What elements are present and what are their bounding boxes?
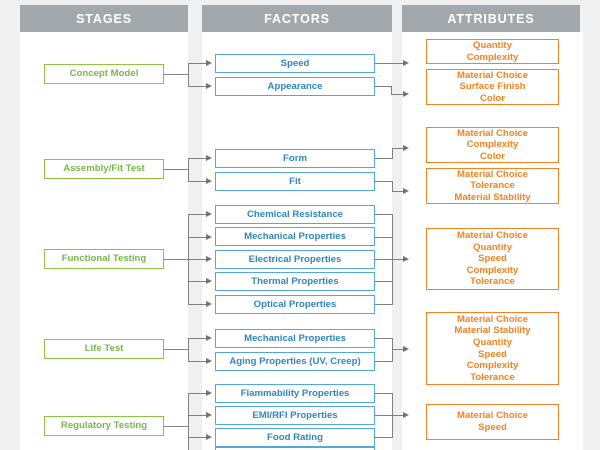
factor-node-flammability-properties[interactable]: Flammability Properties [215, 384, 375, 403]
connector-r4-f1-out [375, 338, 393, 340]
connector-r4-to-f1 [188, 338, 208, 340]
attribute-node-r5-1[interactable]: Material Choice Speed [426, 404, 559, 440]
connector-r4-split [188, 338, 190, 362]
connector-r3-to-f5 [188, 304, 208, 306]
connector-r3-f4-out [375, 281, 393, 283]
stage-node-functional-testing[interactable]: Functional Testing [44, 249, 164, 269]
connector-r3-f5-out [375, 304, 393, 306]
column-header-attributes: ATTRIBUTES [402, 5, 580, 32]
connector-r5-f3-out [375, 437, 393, 439]
factor-node-fit[interactable]: Fit [215, 172, 375, 191]
factor-node-partially-visible[interactable] [215, 447, 375, 450]
attribute-node-r2-1[interactable]: Material Choice Complexity Color [426, 127, 559, 163]
connector-r2-f2-out [375, 181, 393, 183]
connector-r2-split [188, 158, 190, 182]
arrowhead-r3-f3 [206, 256, 212, 262]
arrowhead-r4-f1 [206, 335, 212, 341]
arrowhead-r5-f3 [206, 434, 212, 440]
connector-r3-f2-out [375, 237, 393, 239]
connector-r3-to-f1 [188, 214, 208, 216]
attribute-node-r3-1[interactable]: Material Choice Quantity Speed Complexit… [426, 228, 559, 290]
column-header-factors: FACTORS [202, 5, 392, 32]
connector-r2-to-f1 [188, 158, 208, 160]
stage-node-assembly-fit-test[interactable]: Assembly/Fit Test [44, 159, 164, 179]
connector-r5-f2-in [375, 415, 405, 417]
connector-r2-f2-drop [392, 181, 394, 192]
factor-node-aging-properties[interactable]: Aging Properties (UV, Creep) [215, 352, 375, 371]
factor-node-electrical-properties[interactable]: Electrical Properties [215, 250, 375, 269]
connector-r2-stage-out [163, 169, 189, 171]
factor-node-food-rating[interactable]: Food Rating [215, 428, 375, 447]
arrowhead-r3-f5 [206, 301, 212, 307]
arrowhead-r1-f1 [206, 60, 212, 66]
stage-node-regulatory-testing[interactable]: Regulatory Testing [44, 416, 164, 436]
arrowhead-r2-a2 [403, 188, 409, 194]
arrowhead-r2-f1 [206, 155, 212, 161]
arrowhead-r3-f2 [206, 234, 212, 240]
connector-r1-f1-out [375, 63, 404, 65]
connector-r3-f3-in [375, 259, 405, 261]
factor-node-appearance[interactable]: Appearance [215, 77, 375, 96]
stage-node-life-test[interactable]: Life Test [44, 339, 164, 359]
arrowhead-r4-a1 [403, 346, 409, 352]
column-panel-stages [20, 32, 188, 450]
connector-r1-f2-out [375, 86, 392, 88]
connector-r5-to-f1 [188, 393, 208, 395]
arrowhead-r3-a1 [403, 256, 409, 262]
connector-r1-to-f1 [188, 63, 208, 65]
connector-r2-to-f2 [188, 181, 208, 183]
connector-r4-f2-out [375, 361, 393, 363]
attribute-node-r1-2[interactable]: Material Choice Surface Finish Color [426, 69, 559, 105]
connector-r4-stage-out [163, 349, 189, 351]
attribute-node-r2-2[interactable]: Material Choice Tolerance Material Stabi… [426, 168, 559, 204]
factor-node-emi-rfi-properties[interactable]: EMI/RFI Properties [215, 406, 375, 425]
arrowhead-r5-f2 [206, 412, 212, 418]
factor-node-optical-properties[interactable]: Optical Properties [215, 295, 375, 314]
factor-node-mechanical-properties-life[interactable]: Mechanical Properties [215, 329, 375, 348]
connector-r2-f2-in [392, 191, 405, 193]
factor-node-form[interactable]: Form [215, 149, 375, 168]
connector-r3-to-f2 [188, 237, 208, 239]
arrowhead-r1-f2 [206, 83, 212, 89]
arrowhead-r1-a1 [403, 60, 409, 66]
connector-r1-split [188, 63, 190, 87]
arrowhead-r4-f2 [206, 358, 212, 364]
arrowhead-r1-a2 [403, 91, 409, 97]
connector-r5-to-f2 [188, 415, 208, 417]
connector-r4-merge-in [392, 349, 405, 351]
arrowhead-r5-a1 [403, 412, 409, 418]
connector-r5-f1-out [375, 393, 393, 395]
column-header-stages: STAGES [20, 5, 188, 32]
connector-r5-split [188, 393, 190, 450]
attribute-node-r1-1[interactable]: Quantity Complexity [426, 39, 559, 64]
factor-node-speed[interactable]: Speed [215, 54, 375, 73]
connector-r3-stage-out [163, 259, 189, 261]
connector-r2-f1-out [375, 158, 393, 160]
connector-r1-stage-out [163, 74, 189, 76]
arrowhead-r3-f1 [206, 211, 212, 217]
connector-r2-f1-in [392, 148, 405, 150]
arrowhead-r5-f1 [206, 390, 212, 396]
connector-r1-f2-drop [391, 86, 393, 95]
attribute-node-r4-1[interactable]: Material Choice Material Stability Quant… [426, 312, 559, 385]
connector-r4-to-f2 [188, 361, 208, 363]
connector-r2-f1-rise [392, 148, 394, 159]
connector-r1-to-f2 [188, 86, 208, 88]
connector-r1-f2-in [391, 94, 405, 96]
factor-node-chemical-resistance[interactable]: Chemical Resistance [215, 205, 375, 224]
factor-node-mechanical-properties-functional[interactable]: Mechanical Properties [215, 227, 375, 246]
arrowhead-r2-a1 [403, 145, 409, 151]
factor-node-thermal-properties[interactable]: Thermal Properties [215, 272, 375, 291]
connector-r3-f1-out [375, 214, 393, 216]
connector-r3-to-f4 [188, 281, 208, 283]
stage-node-concept-model[interactable]: Concept Model [44, 64, 164, 84]
arrowhead-r3-f4 [206, 278, 212, 284]
connector-r5-to-f3 [188, 437, 208, 439]
connector-r3-to-f3 [188, 259, 208, 261]
arrowhead-r2-f2 [206, 178, 212, 184]
connector-r5-stage-out [163, 426, 189, 428]
